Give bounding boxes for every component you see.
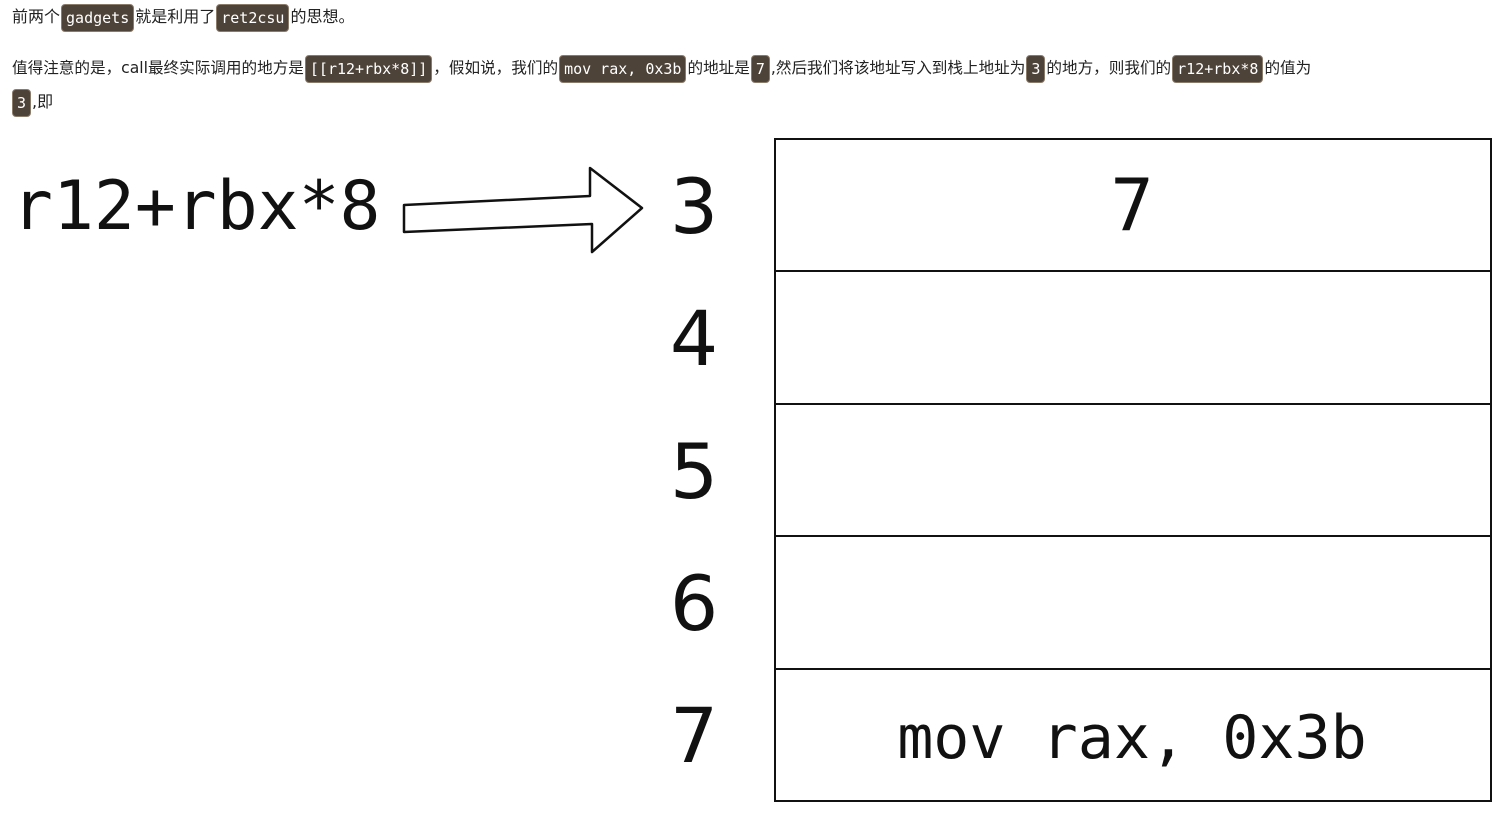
paragraph-2-text-g: ,即 bbox=[32, 92, 54, 111]
stack-table bbox=[774, 138, 1492, 802]
stack-table-border bbox=[774, 138, 1492, 802]
address-label: 3 bbox=[670, 162, 718, 251]
code-gadgets: gadgets bbox=[61, 3, 135, 32]
address-label: 6 bbox=[670, 559, 718, 648]
address-label: 7 bbox=[670, 691, 718, 780]
code-value-3: 3 bbox=[12, 88, 32, 117]
code-r12-rbx: r12+rbx*8 bbox=[1172, 54, 1264, 83]
code-mov-rax: mov rax, 0x3b bbox=[559, 54, 687, 83]
code-ret2csu: ret2csu bbox=[216, 3, 290, 32]
paragraph-2-text-c: 的地址是 bbox=[687, 59, 750, 77]
address-label: 4 bbox=[670, 294, 718, 383]
code-address-3: 3 bbox=[1026, 54, 1046, 83]
paragraph-2-line-1: 值得注意的是，call最终实际调用的地方是[[r12+rbx*8]]，假如说，我… bbox=[12, 52, 1311, 85]
paragraph-1-text-a: 前两个 bbox=[12, 7, 61, 26]
paragraph-2-text-d: ,然后我们将该地址写入到栈上地址为 bbox=[770, 59, 1026, 77]
paragraph-2-text-b: ，假如说，我们的 bbox=[433, 59, 559, 77]
stack-cell-value: mov rax, 0x3b bbox=[897, 703, 1367, 773]
pointer-label: r12+rbx*8 bbox=[12, 167, 380, 246]
paragraph-2-text-e: 的地方，则我们的 bbox=[1046, 59, 1172, 77]
arrow-icon bbox=[402, 166, 644, 254]
stack-cell-value: 7 bbox=[1110, 163, 1153, 247]
paragraph-1-text-b: 就是利用了 bbox=[135, 7, 216, 26]
paragraph-1-text-c: 的思想。 bbox=[290, 7, 355, 26]
paragraph-2-line-2: 3,即 bbox=[12, 85, 53, 118]
code-call-target: [[r12+rbx*8]] bbox=[304, 54, 433, 83]
paragraph-2-text-f: 的值为 bbox=[1264, 59, 1312, 77]
paragraph-2-text-a: 值得注意的是，call最终实际调用的地方是 bbox=[12, 59, 304, 77]
address-label: 5 bbox=[670, 427, 718, 516]
code-address-7: 7 bbox=[750, 54, 770, 83]
